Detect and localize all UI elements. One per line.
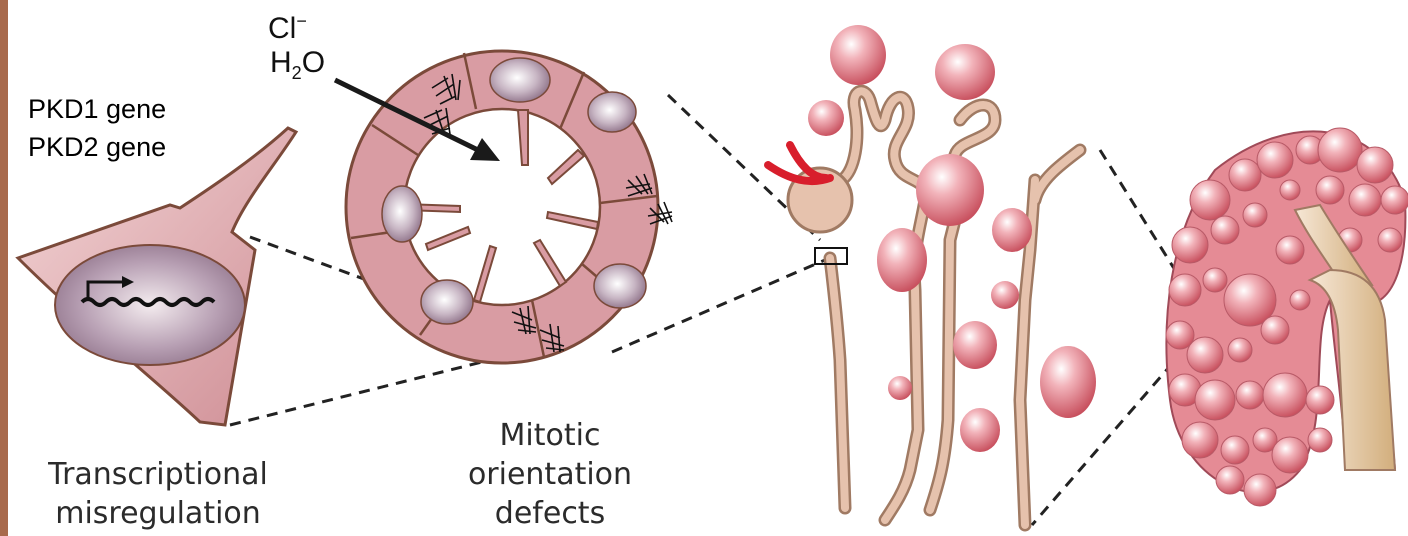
kidney-cyst: [1357, 147, 1393, 183]
kidney-cyst: [1236, 381, 1264, 409]
kidney-cyst: [1228, 338, 1252, 362]
transcriptional-misregulation-label: Transcriptional misregulation: [28, 455, 288, 533]
tubule-label-line3: defects: [440, 494, 660, 533]
kidney-cyst: [1316, 176, 1344, 204]
tubule-label-line2: orientation: [440, 455, 660, 494]
kidney-cyst: [1182, 422, 1218, 458]
water-o: O: [302, 46, 325, 79]
chloride-charge: −: [296, 11, 307, 31]
kidney-cyst: [1308, 428, 1332, 452]
kidney-cyst: [1203, 268, 1227, 292]
chloride-symbol: Cl: [268, 12, 296, 45]
kidney-cyst: [1195, 380, 1235, 420]
water-label: H2O: [270, 46, 325, 90]
kidney-cyst: [1349, 184, 1381, 216]
kidney-cyst: [1378, 228, 1402, 252]
kidney-cyst: [1257, 142, 1293, 178]
epithelial-cell: [18, 128, 296, 425]
kidney-cyst: [1280, 180, 1300, 200]
tubule-cross-section: [346, 51, 672, 363]
nephron: [768, 25, 1096, 525]
chloride-label: Cl−: [268, 4, 307, 46]
kidney-cyst: [1244, 474, 1276, 506]
kidney-cyst: [1211, 216, 1239, 244]
kidney-cyst: [1306, 386, 1334, 414]
gene-label-pkd2: PKD2 gene: [28, 130, 166, 164]
nucleus: [421, 280, 473, 324]
kidney-cyst: [1272, 437, 1308, 473]
kidney-cyst: [1169, 274, 1201, 306]
nucleus: [594, 264, 646, 308]
kidney-cyst: [1381, 186, 1408, 214]
kidney-cyst: [1290, 290, 1310, 310]
nucleus: [588, 92, 636, 132]
gene-label-pkd1: PKD1 gene: [28, 92, 166, 126]
nucleus: [382, 186, 422, 242]
kidney-cyst: [1172, 227, 1208, 263]
kidney-cyst: [1243, 203, 1267, 227]
kidney-cyst: [1221, 436, 1249, 464]
water-h: H: [270, 46, 292, 79]
tubule-label-line1: Mitotic: [440, 416, 660, 455]
blood-vessel: [768, 145, 830, 181]
cell-label-line1: Transcriptional: [28, 455, 288, 494]
edge-strip: [0, 0, 8, 536]
kidney-cyst: [1276, 236, 1304, 264]
nucleus: [490, 58, 550, 102]
kidney-cyst: [1318, 128, 1362, 172]
kidney-cyst: [1263, 373, 1307, 417]
water-subscript: 2: [292, 63, 302, 83]
kidney-cyst: [1229, 159, 1261, 191]
kidney-cyst: [1187, 337, 1223, 373]
cell-label-line2: misregulation: [28, 494, 288, 533]
mitotic-orientation-defects-label: Mitotic orientation defects: [440, 416, 660, 533]
kidney-cyst: [1216, 466, 1244, 494]
kidney-cyst: [1190, 180, 1230, 220]
polycystic-kidney: [1166, 128, 1408, 506]
kidney-cyst: [1261, 316, 1289, 344]
